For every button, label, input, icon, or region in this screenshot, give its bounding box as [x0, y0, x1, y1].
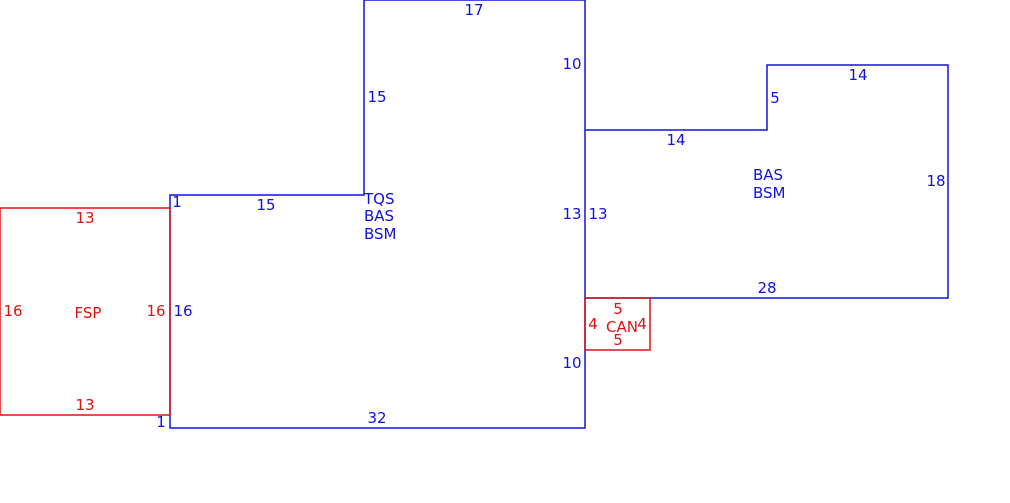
dim-right-notch: 5 — [770, 89, 780, 107]
dim-can-left: 4 — [588, 315, 598, 333]
dim-main-top: 15 — [256, 196, 275, 214]
area-code-bas-right: BAS — [753, 166, 783, 184]
dim-right-step-top: 14 — [666, 131, 685, 149]
dim-fsp-bottom: 13 — [75, 396, 94, 414]
dim-can-bottom: 5 — [613, 331, 623, 349]
dim-main-left: 16 — [173, 302, 192, 320]
dim-corner-top: 1 — [172, 193, 182, 211]
canopy-outline — [584, 297, 651, 351]
fsp-porch-outline — [0, 207, 171, 416]
area-code-can: CAN — [606, 318, 638, 336]
dim-shared-wall-right: 13 — [588, 205, 607, 223]
area-code-bsm-right: BSM — [753, 184, 786, 202]
dim-fsp-top: 13 — [75, 209, 94, 227]
dim-upper-left: 15 — [367, 88, 386, 106]
dim-fsp-left: 16 — [3, 302, 22, 320]
dim-main-bottom: 32 — [367, 409, 386, 427]
main-building-outline — [169, 0, 586, 429]
dim-shared-wall-left: 13 — [562, 205, 581, 223]
dim-corner-bottom: 1 — [156, 413, 166, 431]
dim-fsp-right: 16 — [146, 302, 165, 320]
dim-right-bottom: 28 — [757, 279, 776, 297]
area-code-tqs: TQS — [363, 190, 395, 208]
right-wing-outline — [585, 64, 949, 299]
area-code-bsm-main: BSM — [364, 225, 397, 243]
dim-right-top: 14 — [848, 66, 867, 84]
dim-main-right-lower: 10 — [562, 354, 581, 372]
dim-can-top: 5 — [613, 300, 623, 318]
area-code-fsp: FSP — [75, 304, 102, 322]
area-code-bas-main: BAS — [364, 207, 394, 225]
dim-upper-top: 17 — [464, 1, 483, 19]
dim-upper-right: 10 — [562, 55, 581, 73]
dim-can-right: 4 — [637, 315, 647, 333]
dim-right-side: 18 — [926, 172, 945, 190]
